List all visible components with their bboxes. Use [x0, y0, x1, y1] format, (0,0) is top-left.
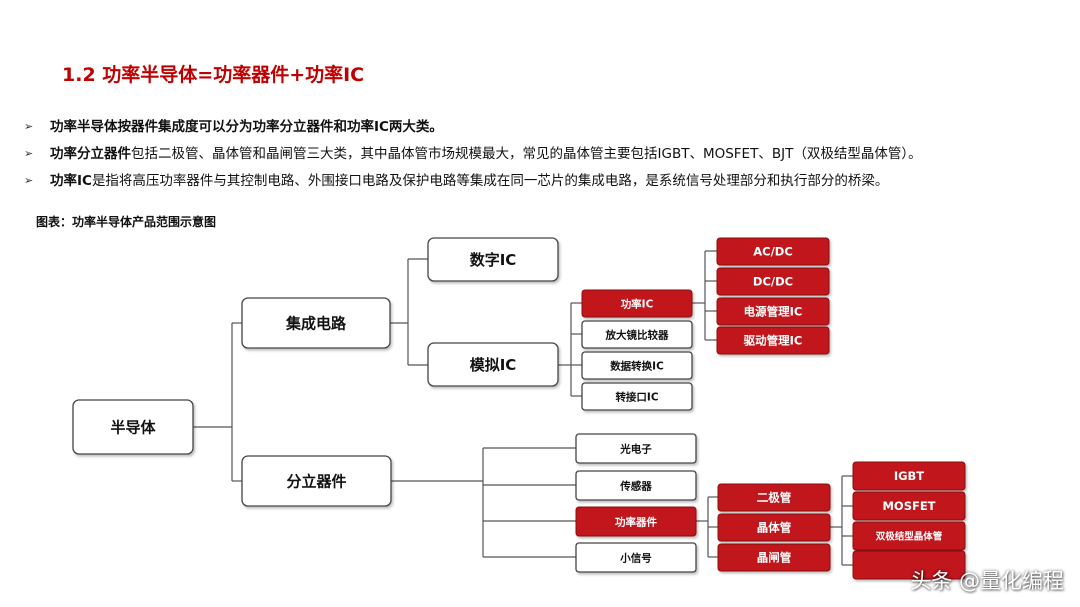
bullet-list: ➢ 功率半导体按器件集成度可以分为功率分立器件和功率IC两大类。 ➢ 功率分立器… — [24, 116, 1074, 197]
node-interface-ic: 转接口IC — [581, 382, 693, 411]
node-data-converter-ic-label: 数据转换IC — [609, 359, 664, 372]
node-digital-ic: 数字IC — [427, 237, 559, 282]
node-transistor-extra — [852, 550, 966, 580]
node-driver-management-ic-label: 驱动管理IC — [744, 334, 803, 348]
node-optoelectronics-label: 光电子 — [619, 442, 652, 455]
node-discrete-device: 分立器件 — [241, 455, 392, 507]
bullet-text: 功率半导体按器件集成度可以分为功率分立器件和功率IC两大类。 — [50, 119, 443, 135]
node-analog-ic-label: 模拟IC — [470, 356, 517, 374]
node-power-device: 功率器件 — [575, 506, 697, 537]
node-dc-dc: DC/DC — [716, 267, 830, 296]
node-diode-label: 二极管 — [757, 491, 792, 505]
node-ac-dc-label: AC/DC — [753, 245, 793, 259]
node-sensor: 传感器 — [575, 470, 697, 501]
node-igbt-label: IGBT — [894, 469, 924, 483]
node-power-device-label: 功率器件 — [615, 515, 657, 528]
node-driver-management-ic: 驱动管理IC — [716, 326, 830, 355]
node-diode: 二极管 — [717, 483, 831, 512]
node-interface-ic-label: 转接口IC — [615, 390, 658, 403]
node-semiconductor-label: 半导体 — [110, 418, 156, 436]
watermark: 头条 @量化编程 — [910, 569, 1064, 593]
node-thyristor-label: 晶闸管 — [757, 551, 792, 565]
node-discrete-device-label: 分立器件 — [286, 472, 346, 490]
figure-caption: 图表：功率半导体产品范围示意图 — [36, 215, 217, 229]
node-small-signal: 小信号 — [575, 542, 697, 573]
bullet-text: 功率分立器件包括二极管、晶体管和晶闸管三大类，其中晶体管市场规模最大，常见的晶体… — [50, 146, 922, 162]
arrow-icon: ➢ — [24, 147, 34, 160]
node-small-signal-label: 小信号 — [619, 551, 652, 564]
page-title: 1.2 功率半导体=功率器件+功率IC — [62, 64, 365, 86]
node-optoelectronics: 光电子 — [575, 433, 697, 464]
node-integrated-circuit: 集成电路 — [241, 297, 391, 349]
node-transistor: 晶体管 — [717, 513, 831, 542]
node-data-converter-ic: 数据转换IC — [581, 351, 693, 380]
node-power-management-ic-label: 电源管理IC — [744, 305, 803, 319]
bullet-item: ➢ 功率IC是指将高压功率器件与其控制电路、外围接口电路及保护电路等集成在同一芯… — [24, 170, 1074, 197]
node-bjt-label: 双极结型晶体管 — [875, 530, 943, 542]
node-amplifier-comparator: 放大镜比较器 — [581, 320, 693, 349]
node-transistor-label: 晶体管 — [757, 521, 792, 535]
node-semiconductor: 半导体 — [72, 399, 194, 455]
bullet-text: 功率IC是指将高压功率器件与其控制电路、外围接口电路及保护电路等集成在同一芯片的… — [50, 173, 889, 189]
node-amplifier-comparator-label: 放大镜比较器 — [605, 328, 669, 341]
node-digital-ic-label: 数字IC — [470, 251, 517, 269]
arrow-icon: ➢ — [24, 174, 34, 187]
node-integrated-circuit-label: 集成电路 — [285, 314, 347, 332]
node-mosfet-label: MOSFET — [882, 499, 935, 513]
node-ac-dc: AC/DC — [716, 237, 830, 266]
node-mosfet: MOSFET — [852, 491, 966, 521]
arrow-icon: ➢ — [24, 120, 34, 133]
node-sensor-label: 传感器 — [619, 479, 652, 492]
node-dc-dc-label: DC/DC — [753, 275, 793, 289]
bullet-item: ➢ 功率半导体按器件集成度可以分为功率分立器件和功率IC两大类。 — [24, 116, 1074, 143]
node-igbt: IGBT — [852, 461, 966, 491]
node-thyristor: 晶闸管 — [717, 543, 831, 572]
bullet-item: ➢ 功率分立器件包括二极管、晶体管和晶闸管三大类，其中晶体管市场规模最大，常见的… — [24, 143, 1074, 170]
node-bjt: 双极结型晶体管 — [852, 521, 966, 551]
node-analog-ic: 模拟IC — [427, 342, 559, 387]
node-power-ic: 功率IC — [581, 289, 693, 318]
node-power-ic-label: 功率IC — [621, 297, 654, 310]
node-power-management-ic: 电源管理IC — [716, 297, 830, 326]
